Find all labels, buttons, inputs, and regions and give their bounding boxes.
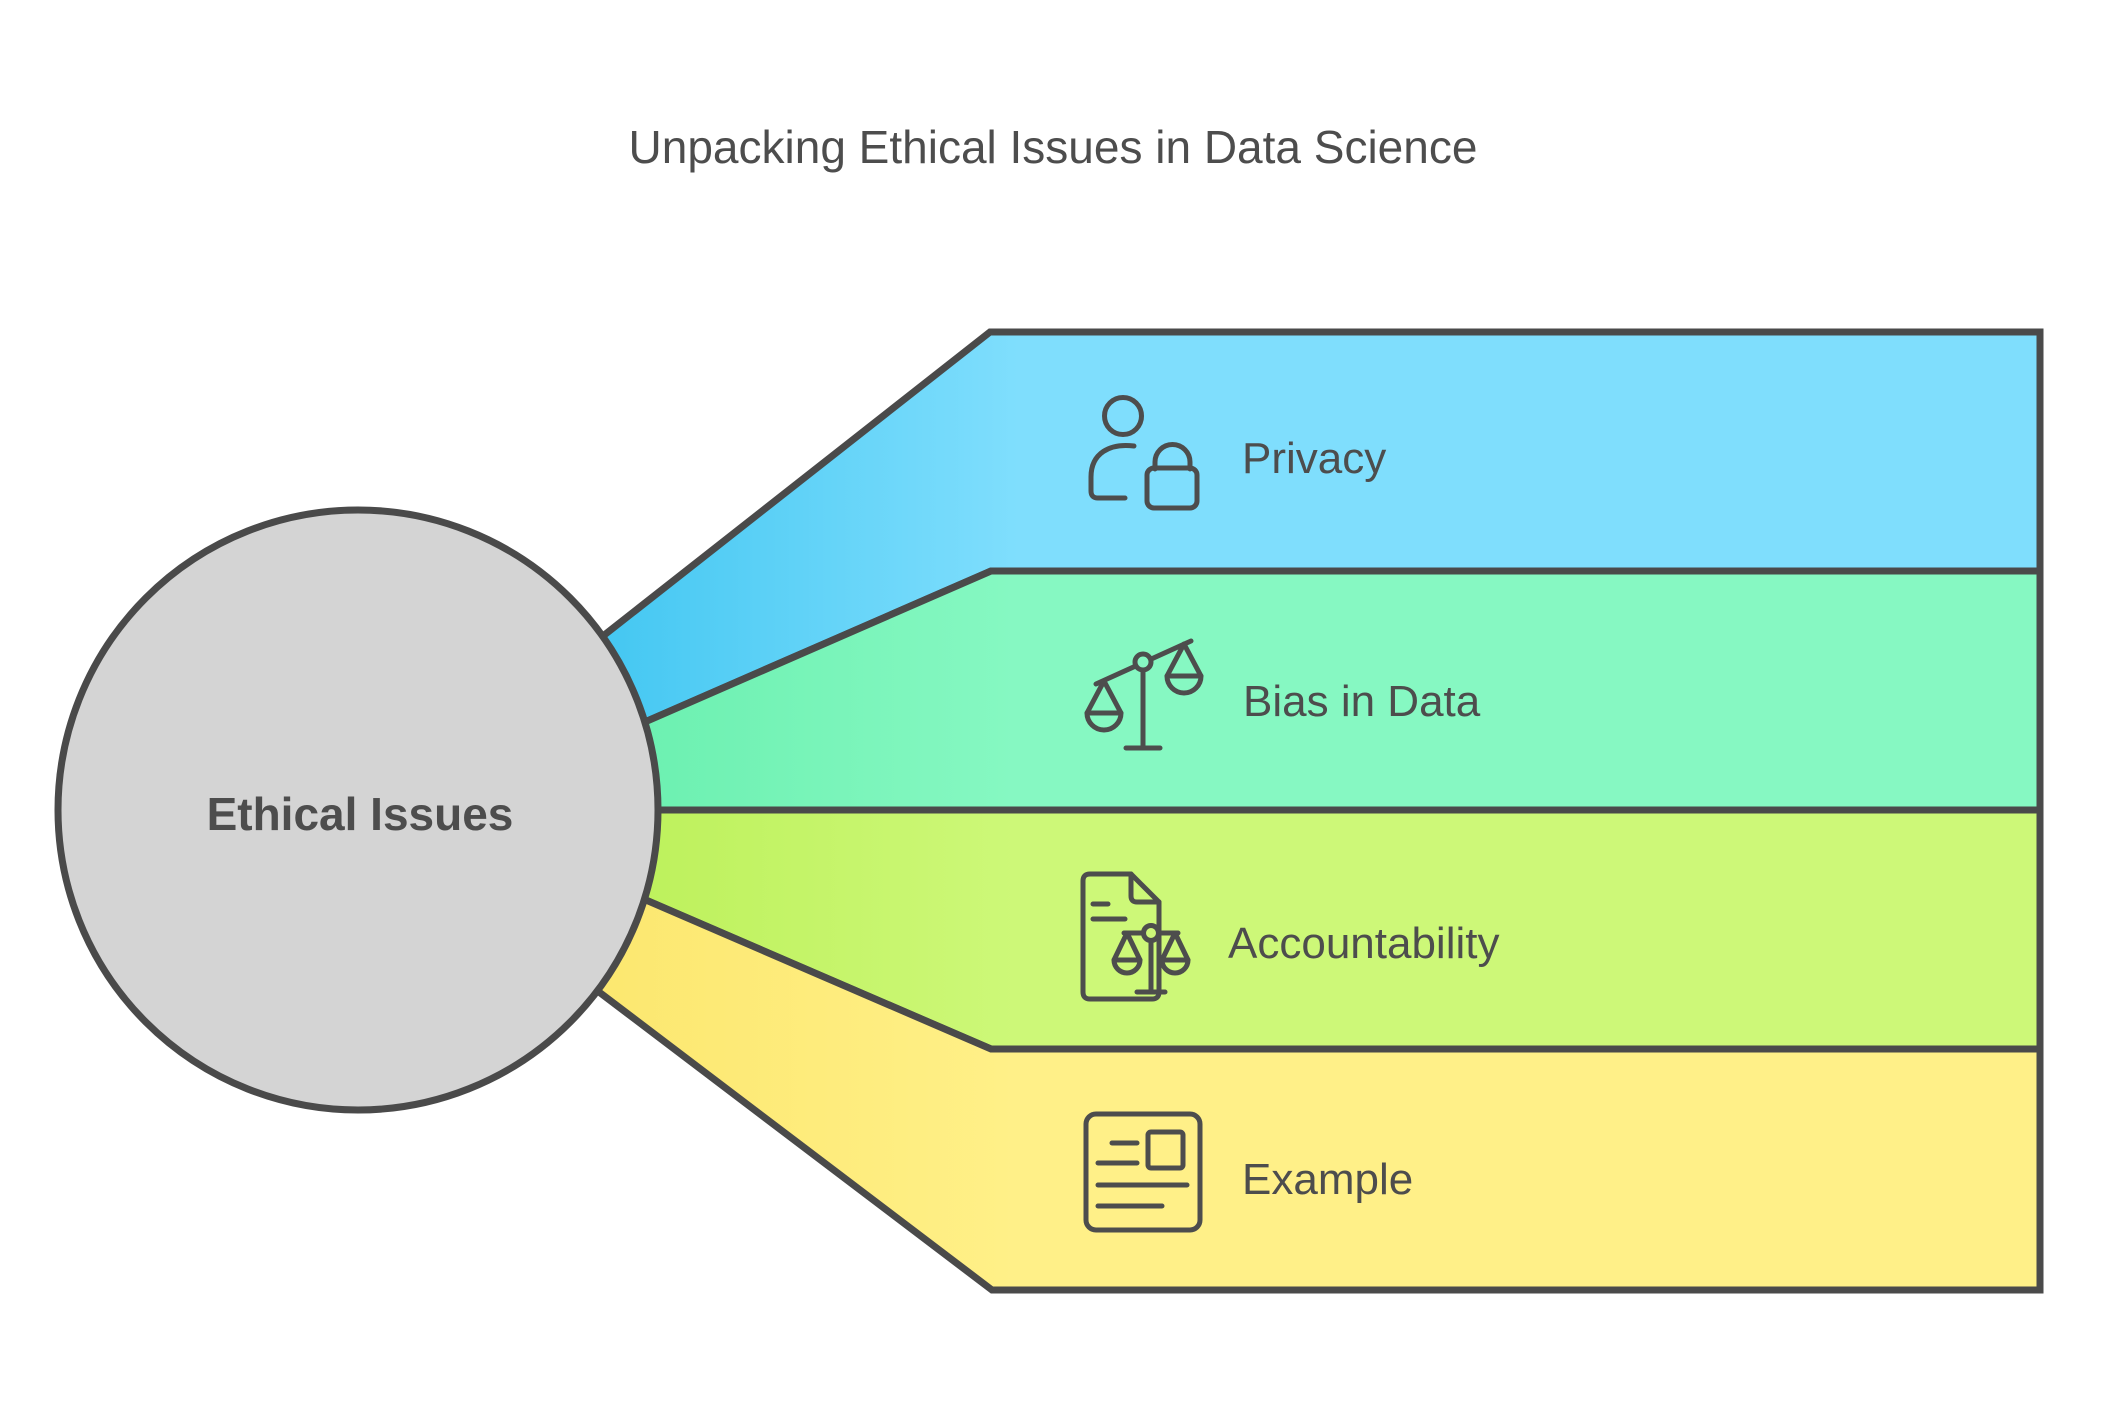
document-scale-icon: [1080, 871, 1191, 1002]
person-body: [1088, 442, 1137, 501]
band-shapes: [54, 328, 2044, 1294]
scale-unbalanced-icon: [1084, 638, 1204, 751]
scale-right-pan: [1164, 641, 1204, 679]
mini-scale-left-bowl: [1111, 957, 1143, 976]
scale-left-bowl: [1084, 710, 1124, 733]
news-image-box: [1145, 1129, 1186, 1171]
document-fold: [1128, 871, 1162, 905]
diagram-text: Unpacking Ethical Issues in Data Science…: [207, 121, 1500, 1204]
document-outline: [1080, 871, 1162, 1002]
mini-scale-right-pan: [1159, 930, 1191, 963]
band-label-privacy: Privacy: [1242, 434, 1386, 483]
band-label-accountability: Accountability: [1228, 919, 1499, 968]
center-node: [54, 506, 662, 1114]
mini-scale-pivot: [1141, 923, 1161, 943]
news-document-icon: [1083, 1111, 1203, 1233]
lock-shackle: [1152, 442, 1193, 472]
scale-left-pan: [1084, 678, 1124, 716]
band-label-example: Example: [1242, 1155, 1413, 1204]
news-frame: [1083, 1111, 1203, 1233]
band-icons: [1080, 395, 1204, 1233]
scale-pivot: [1132, 651, 1154, 673]
lock-body: [1144, 465, 1200, 511]
scale-right-bowl: [1164, 673, 1204, 696]
diagram-title: Unpacking Ethical Issues in Data Science: [629, 121, 1478, 173]
center-node-label: Ethical Issues: [207, 788, 514, 840]
person-lock-icon: [1088, 395, 1200, 511]
band-label-bias-in-data: Bias in Data: [1243, 677, 1481, 726]
person-head: [1102, 395, 1144, 437]
mini-scale-left-pan: [1111, 930, 1143, 963]
mini-scale-right-bowl: [1159, 957, 1191, 976]
